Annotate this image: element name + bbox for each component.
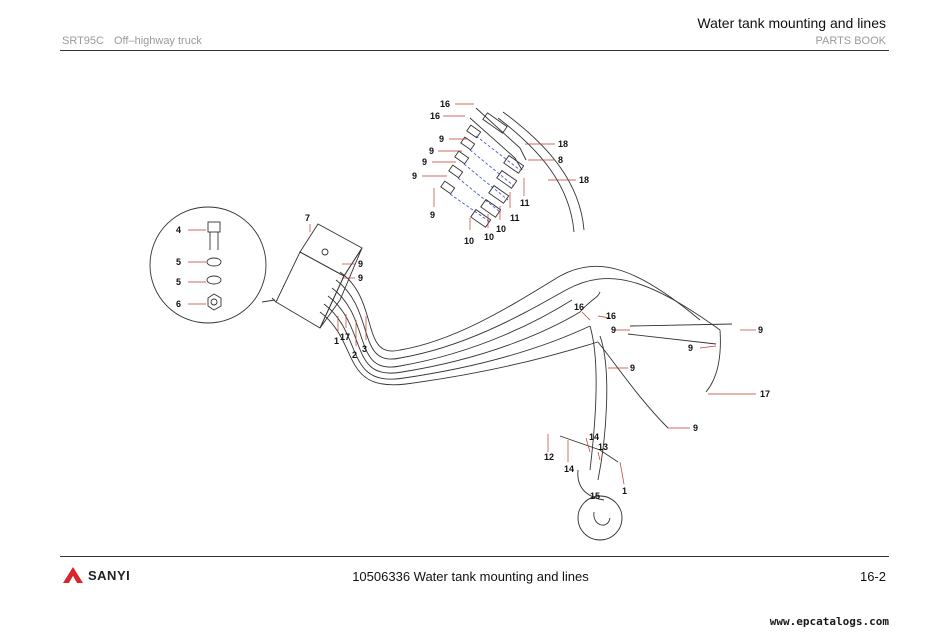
clamp-inset xyxy=(577,495,623,541)
callout-label: 9 xyxy=(439,134,444,144)
callout-label: 11 xyxy=(510,213,520,223)
callout-label: 9 xyxy=(430,210,435,220)
callout-label: 9 xyxy=(358,259,363,269)
callout-label: 10 xyxy=(496,224,506,234)
diagram-callouts: 16 16 9 9 9 9 9 18 8 18 11 11 10 10 10 7… xyxy=(176,99,770,501)
callout-label: 9 xyxy=(422,157,427,167)
callout-label: 8 xyxy=(558,155,563,165)
watermark: www.epcatalogs.com xyxy=(769,615,889,628)
callout-label: 9 xyxy=(429,146,434,156)
hose-bundle xyxy=(319,265,733,501)
brand-name: SANYI xyxy=(88,567,131,583)
model-description: Off–highway truck xyxy=(113,35,202,47)
callout-label: 17 xyxy=(760,389,770,399)
callout-label: 3 xyxy=(362,344,367,354)
callout-label: 5 xyxy=(176,277,181,287)
callout-label: 13 xyxy=(598,442,608,452)
callout-label: 16 xyxy=(574,302,584,312)
callout-label: 16 xyxy=(606,311,616,321)
callout-label: 16 xyxy=(430,111,440,121)
callout-label: 17 xyxy=(340,332,350,342)
callout-label: 15 xyxy=(590,491,600,501)
callout-label: 5 xyxy=(176,257,181,267)
callout-label: 9 xyxy=(412,171,417,181)
callout-label: 9 xyxy=(688,343,693,353)
book-label: PARTS BOOK xyxy=(815,35,886,47)
footer-rule xyxy=(60,556,889,557)
callout-label: 16 xyxy=(440,99,450,109)
sanyi-logo: SANYI xyxy=(62,566,130,584)
callout-label: 7 xyxy=(305,213,310,223)
callout-label: 9 xyxy=(693,423,698,433)
fitting-exploded-group xyxy=(440,107,585,233)
leader-lines xyxy=(188,103,756,485)
callout-label: 1 xyxy=(334,336,339,346)
callout-label: 18 xyxy=(579,175,589,185)
callout-label: 10 xyxy=(464,236,474,246)
callout-label: 6 xyxy=(176,299,181,309)
hardware-inset xyxy=(149,206,276,324)
callout-label: 12 xyxy=(544,452,554,462)
header-rule xyxy=(60,50,889,51)
callout-label: 10 xyxy=(484,232,494,242)
model-code: SRT95C xyxy=(62,35,104,47)
callout-label: 9 xyxy=(758,325,763,335)
callout-label: 4 xyxy=(176,225,181,235)
page-number: 16-2 xyxy=(859,569,886,584)
callout-label: 18 xyxy=(558,139,568,149)
water-tank xyxy=(271,223,363,329)
model-label: SRT95C Off–highway truck xyxy=(62,35,202,47)
callout-label: 14 xyxy=(589,432,599,442)
callout-label: 14 xyxy=(564,464,574,474)
page-caption: 10506336 Water tank mounting and lines xyxy=(352,569,589,584)
callout-label: 9 xyxy=(611,325,616,335)
callout-label: 11 xyxy=(520,198,530,208)
callout-label: 9 xyxy=(630,363,635,373)
sanyi-logo-icon xyxy=(63,567,83,583)
section-title: Water tank mounting and lines xyxy=(697,15,886,31)
callout-label: 9 xyxy=(358,273,363,283)
callout-label: 1 xyxy=(622,486,627,496)
callout-label: 2 xyxy=(352,350,357,360)
